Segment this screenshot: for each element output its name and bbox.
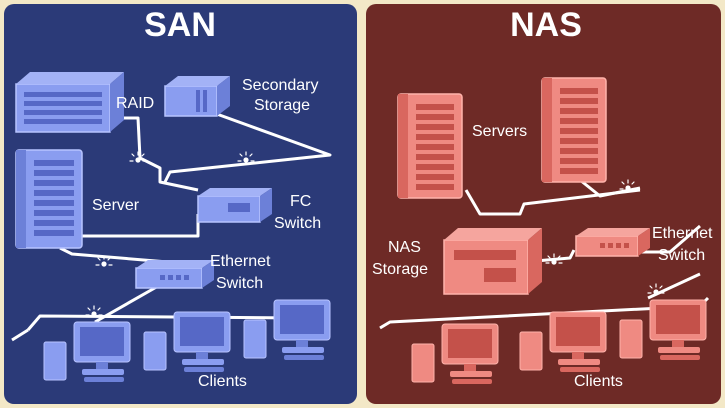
nas-ethernet-switch-label-line2: Switch xyxy=(658,247,705,264)
raid-label: RAID xyxy=(116,95,154,112)
raid-storage-icon xyxy=(15,72,124,133)
nas-storage-icon xyxy=(443,228,542,295)
secondary-storage-label-line1: Secondary xyxy=(242,77,319,94)
san-server-label: Server xyxy=(92,197,140,214)
secondary-storage-label-line2: Storage xyxy=(254,97,310,114)
fc-switch-label-line2: Switch xyxy=(274,215,321,232)
nas-ethernet-switch-icon xyxy=(575,228,650,257)
nas-title: NAS xyxy=(510,6,582,44)
nas-storage-label-line2: Storage xyxy=(372,261,428,278)
san-server-icon xyxy=(15,149,83,249)
fc-switch-label-line1: FC xyxy=(290,193,311,210)
san-ethernet-switch-label-line2: Switch xyxy=(216,275,263,292)
nas-clients-label: Clients xyxy=(574,373,623,390)
nas-storage-label-line1: NAS xyxy=(388,239,421,256)
san-ethernet-switch-label-line1: Ethernet xyxy=(210,253,271,270)
nas-panel: Servers NAS Storage Ethernet Switch xyxy=(366,4,721,404)
nas-server-1-icon xyxy=(397,93,463,199)
san-title: SAN xyxy=(144,6,216,44)
fc-switch-icon xyxy=(197,188,272,223)
nas-ethernet-switch-label-line1: Ethernet xyxy=(652,225,713,242)
secondary-storage-icon xyxy=(164,76,230,117)
nas-server-2-icon xyxy=(541,77,607,183)
san-cables xyxy=(11,111,332,342)
san-clients-label: Clients xyxy=(198,373,247,390)
san-panel: RAID Secondary Storage Server FC Switch xyxy=(4,4,357,404)
nas-servers-label: Servers xyxy=(472,123,527,140)
san-ethernet-switch-icon xyxy=(135,260,214,289)
